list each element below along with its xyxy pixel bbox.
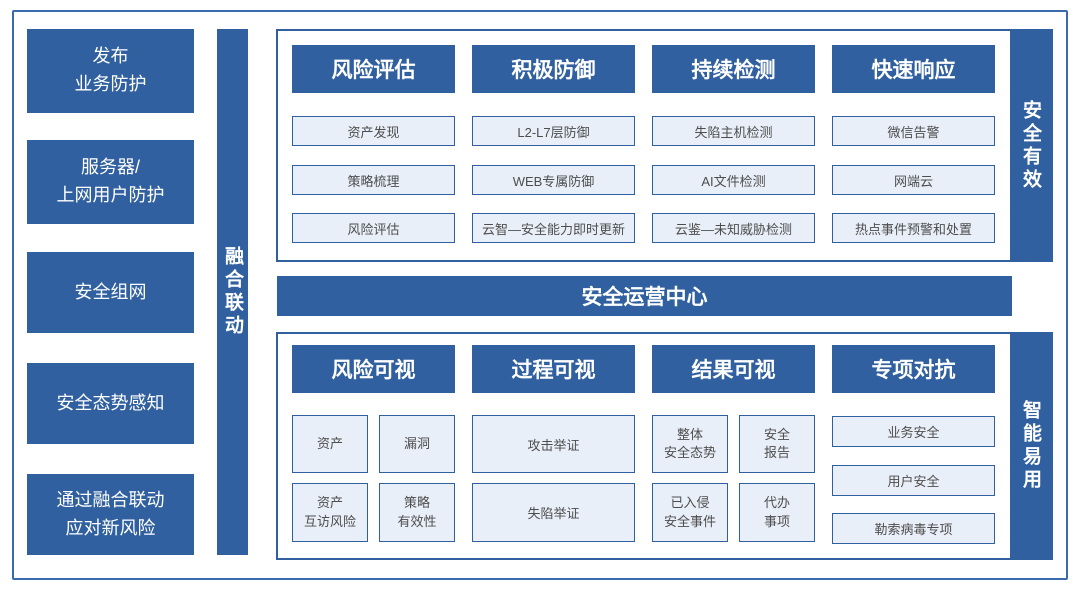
top-col3-item: 云鉴—未知威胁检测 [652,213,815,243]
bottom-col3-item: 安全 报告 [739,415,815,473]
top-col4-item: 网端云 [832,165,995,195]
top-col4-item: 热点事件预警和处置 [832,213,995,243]
top-col3-item: AI文件检测 [652,165,815,195]
bottom-col4-item: 业务安全 [832,416,995,447]
bottom-col1-item: 资产 [292,415,368,473]
bottom-col1-item: 漏洞 [379,415,455,473]
bottom-col3-item: 已入侵 安全事件 [652,483,728,542]
bottom-col3-header: 结果可视 [652,345,815,393]
top-col3-header: 持续检测 [652,45,815,93]
top-col2-header: 积极防御 [472,45,635,93]
left-box-respond-new-risks: 通过融合联动 应对新风险 [27,474,194,555]
intelligent-easy-bar: 智能易用 [1010,334,1051,558]
fusion-linkage-bar: 融合联动 [217,29,248,555]
security-effective-bar: 安全有效 [1010,31,1051,260]
top-col2-item: L2-L7层防御 [472,116,635,146]
soc-banner: 安全运营中心 [277,276,1012,316]
top-col1-item: 策略梳理 [292,165,455,195]
top-col2-item: WEB专属防御 [472,165,635,195]
left-box-secure-networking: 安全组网 [27,252,194,333]
top-col4-item: 微信告警 [832,116,995,146]
left-box-server-user-protection: 服务器/ 上网用户防护 [27,140,194,224]
top-col1-header: 风险评估 [292,45,455,93]
bottom-col3-item: 代办 事项 [739,483,815,542]
left-box-business-protection: 发布 业务防护 [27,29,194,113]
top-col4-header: 快速响应 [832,45,995,93]
top-col2-item: 云智—安全能力即时更新 [472,213,635,243]
left-box-security-posture-awareness: 安全态势感知 [27,363,194,444]
bottom-col1-item: 策略 有效性 [379,483,455,542]
bottom-col2-item: 失陷举证 [472,483,635,542]
bottom-panel: 风险可视 过程可视 结果可视 专项对抗 资产 漏洞 资产 互访风险 策略 有效性… [276,332,1053,560]
bottom-col1-item: 资产 互访风险 [292,483,368,542]
top-col1-item: 资产发现 [292,116,455,146]
top-col1-item: 风险评估 [292,213,455,243]
bottom-col1-header: 风险可视 [292,345,455,393]
top-col3-item: 失陷主机检测 [652,116,815,146]
bottom-col2-item: 攻击举证 [472,415,635,473]
top-panel: 风险评估 积极防御 持续检测 快速响应 资产发现 策略梳理 风险评估 L2-L7… [276,29,1053,262]
bottom-col3-item: 整体 安全态势 [652,415,728,473]
bottom-col4-item: 勒索病毒专项 [832,513,995,544]
bottom-col4-header: 专项对抗 [832,345,995,393]
bottom-col4-item: 用户安全 [832,465,995,496]
bottom-col2-header: 过程可视 [472,345,635,393]
